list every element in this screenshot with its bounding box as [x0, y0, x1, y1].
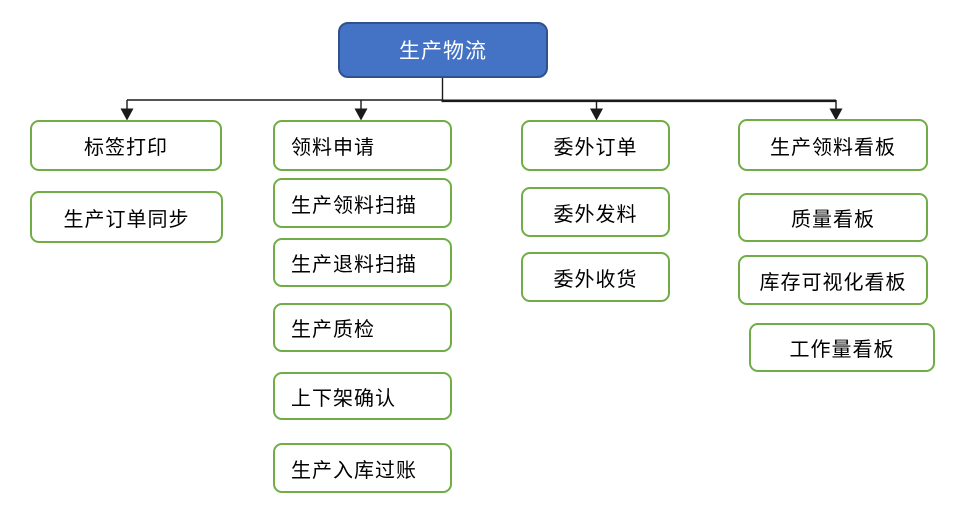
node-shelving-confirmation: 上下架确认 — [273, 372, 452, 420]
node-label: 生产领料看板 — [770, 136, 896, 159]
node-label: 生产退料扫描 — [291, 254, 417, 276]
arrowhead-col1-icon — [120, 108, 134, 121]
node-label: 标签打印 — [84, 137, 168, 159]
node-label: 委外收货 — [553, 268, 638, 291]
node-outsourced-material-issue: 委外发料 — [521, 187, 670, 237]
node-label: 生产领料扫描 — [291, 194, 417, 217]
node-inventory-visualization-kanban: 库存可视化看板 — [738, 255, 928, 305]
node-label: 生产质检 — [291, 319, 375, 341]
node-material-requisition: 领料申请 — [273, 120, 452, 171]
node-label: 生产入库过账 — [291, 459, 417, 482]
node-production-order-sync: 生产订单同步 — [30, 191, 223, 243]
node-production-picking-kanban: 生产领料看板 — [738, 119, 928, 171]
node-label: 生产订单同步 — [63, 208, 190, 231]
node-label: 库存可视化看板 — [759, 271, 907, 294]
node-label: 上下架确认 — [291, 387, 396, 410]
node-outsourced-receiving: 委外收货 — [521, 252, 670, 302]
node-outsourced-order: 委外订单 — [521, 120, 670, 171]
node-workload-kanban: 工作量看板 — [749, 323, 935, 372]
node-label: 委外发料 — [553, 203, 638, 226]
node-label: 领料申请 — [291, 137, 375, 159]
node-quality-kanban: 质量看板 — [738, 193, 928, 242]
arrowhead-col3-icon — [590, 108, 603, 121]
node-label: 工作量看板 — [789, 339, 895, 361]
node-production-logistics: 生产物流 — [338, 22, 548, 78]
node-production-picking-scan: 生产领料扫描 — [273, 178, 452, 228]
node-label-printing: 标签打印 — [30, 120, 222, 171]
node-label: 质量看板 — [791, 209, 875, 231]
node-production-inbound-posting: 生产入库过账 — [273, 443, 452, 493]
node-label: 生产物流 — [399, 40, 487, 63]
node-production-quality-inspection: 生产质检 — [273, 303, 452, 352]
arrowhead-col2-icon — [354, 108, 368, 121]
node-production-return-scan: 生产退料扫描 — [273, 238, 452, 287]
node-label: 委外订单 — [553, 137, 638, 159]
